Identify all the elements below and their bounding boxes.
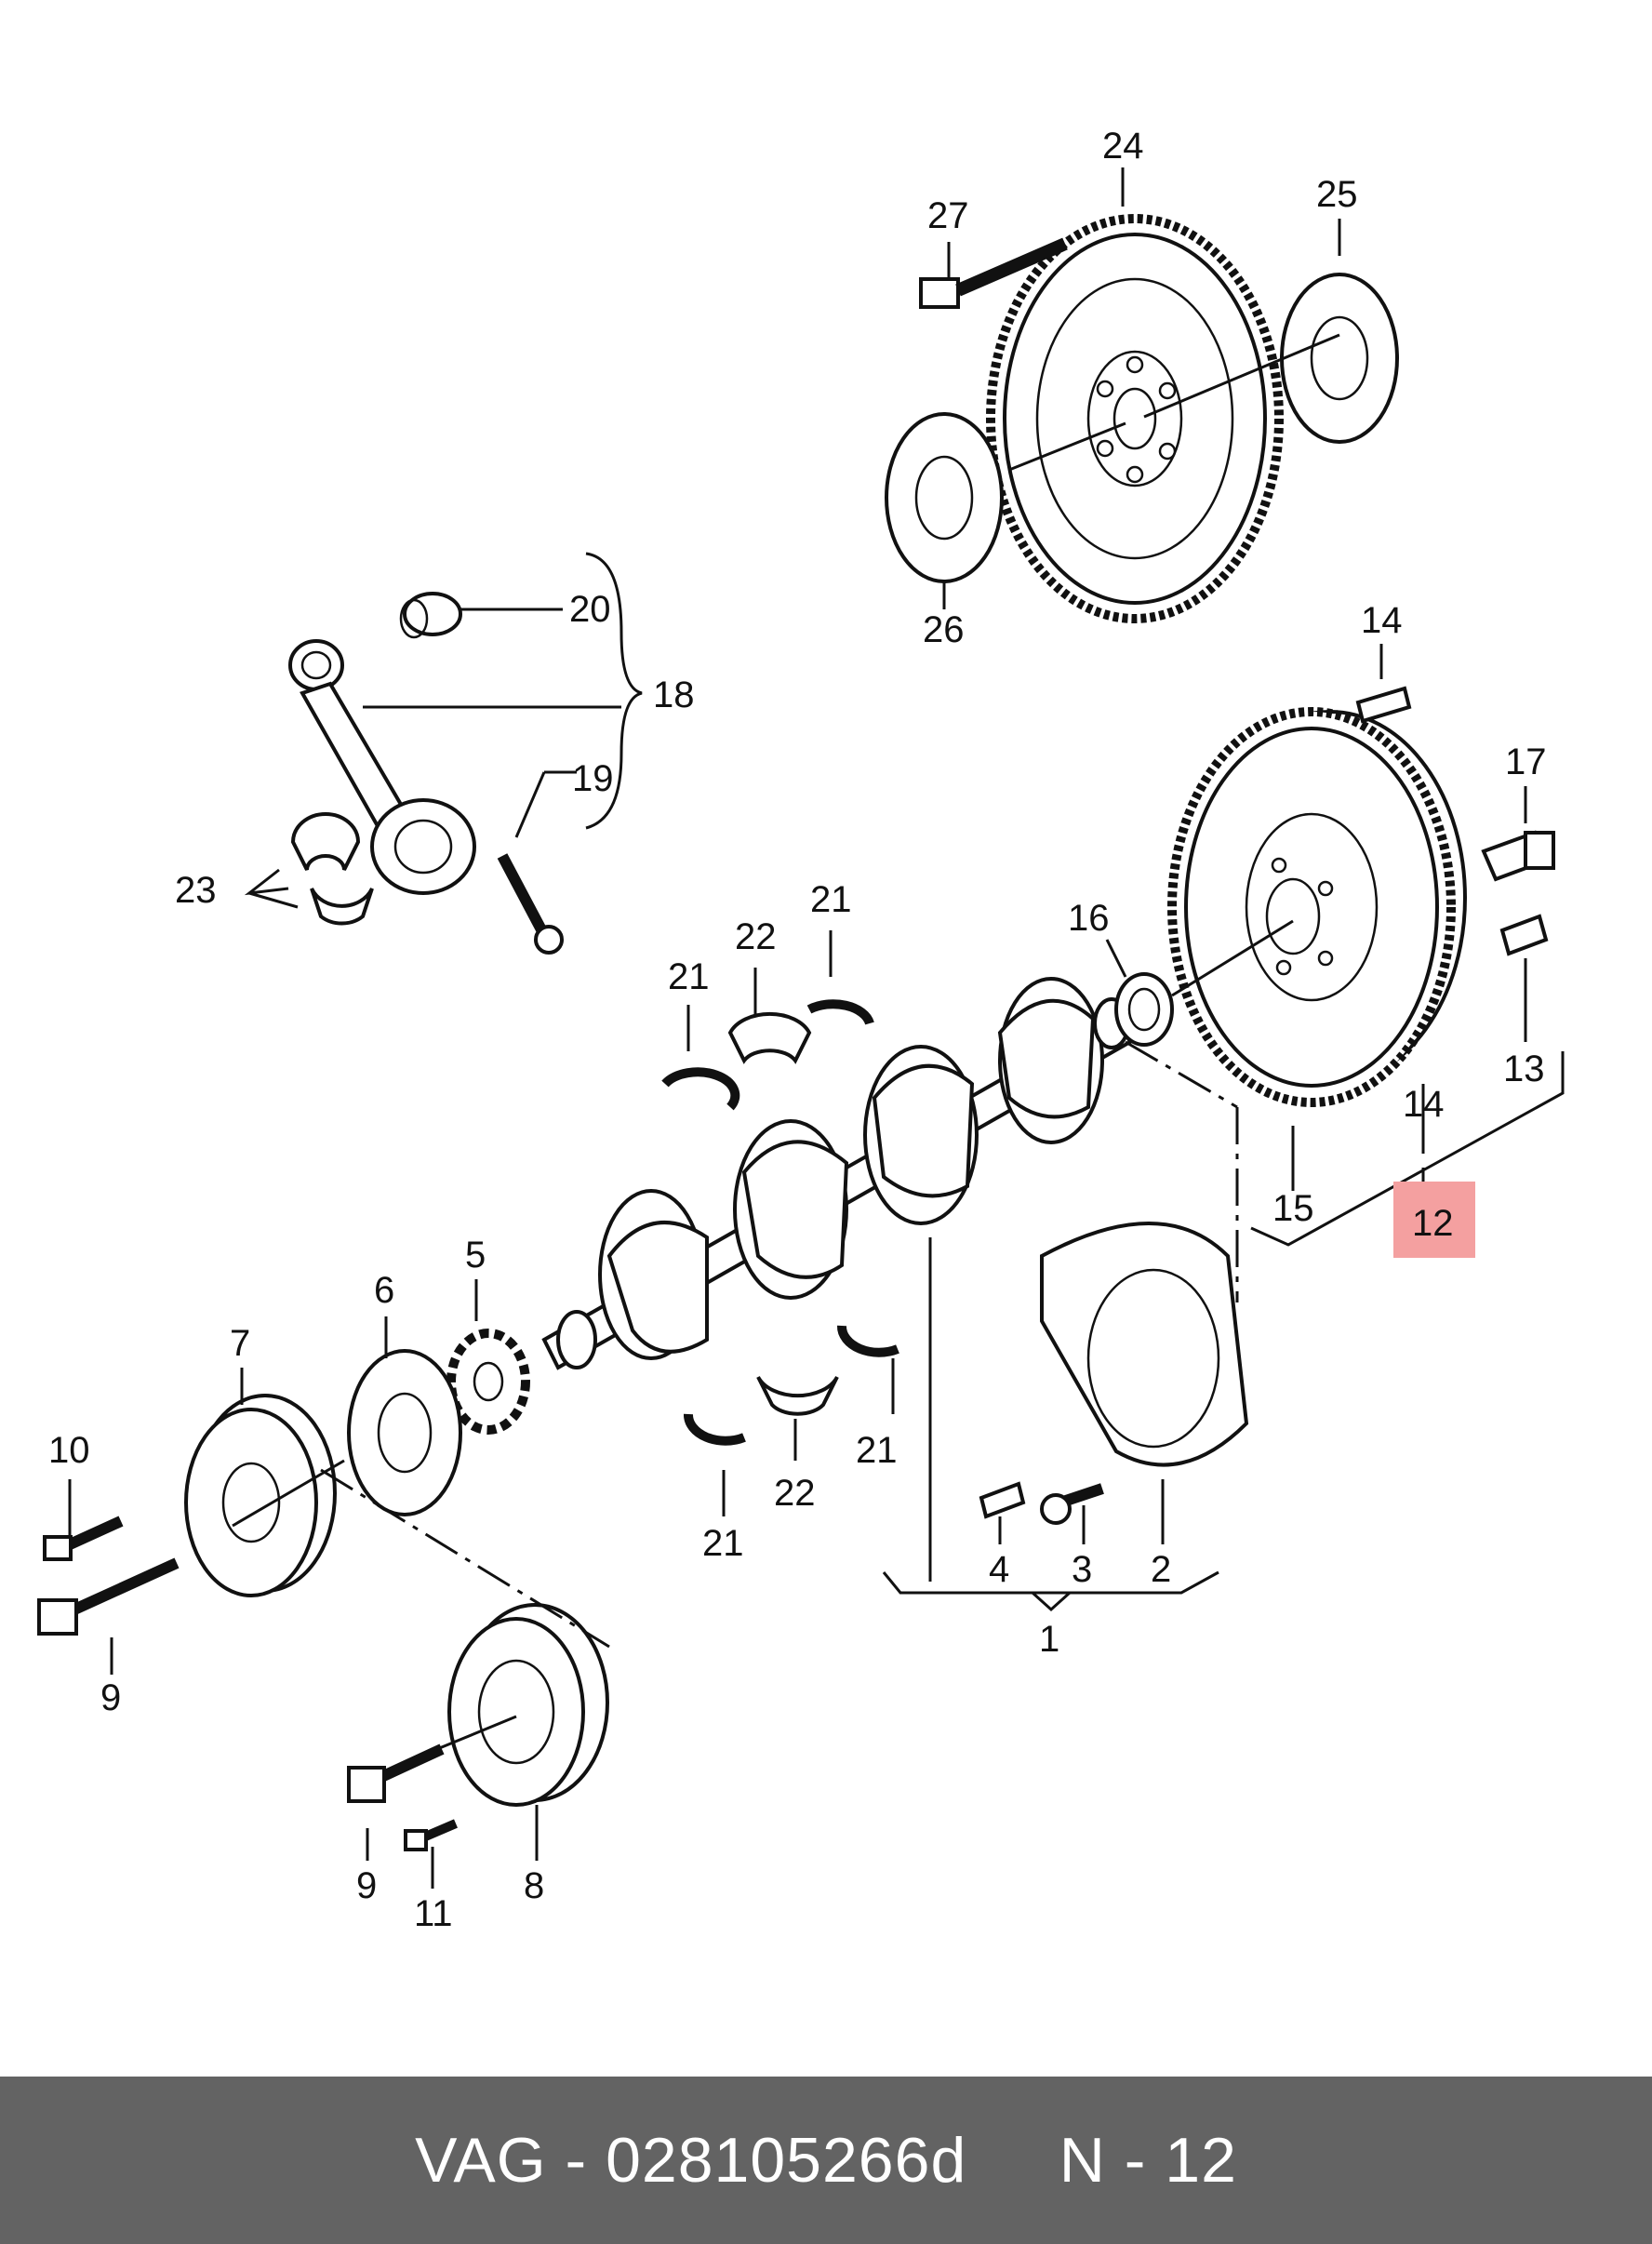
label-9-lower: 9 (356, 1865, 377, 1906)
label-21-upper-right: 21 (810, 879, 852, 920)
label-3: 3 (1072, 1549, 1092, 1590)
label-14-bottom: 14 (1403, 1084, 1445, 1125)
thrust-washer-21-upper-right (806, 999, 874, 1025)
bolt-27 (919, 237, 1068, 309)
label-16: 16 (1068, 898, 1110, 939)
label-9-upper: 9 (100, 1677, 121, 1718)
label-19: 19 (572, 758, 614, 799)
bolt-17 (1481, 830, 1555, 882)
label-27: 27 (927, 195, 969, 236)
label-23: 23 (175, 870, 217, 911)
thrust-washer-21-upper-left (661, 1067, 740, 1111)
exploded-parts-diagram: 24 27 25 26 20 18 19 23 14 17 16 13 14 1… (37, 126, 1565, 1934)
connecting-rod-18 (288, 639, 476, 895)
dowel-pin-13 (1499, 914, 1549, 956)
bushing-20 (399, 592, 462, 639)
shim-plate-26 (885, 412, 1004, 583)
label-17: 17 (1505, 741, 1547, 782)
thrust-washer-21-lower-left (684, 1413, 746, 1446)
dowel-pin-14 (1355, 686, 1412, 724)
bolt-11 (404, 1819, 458, 1851)
label-6: 6 (374, 1270, 394, 1311)
part-number-caption: VAG - 028105266d N - 12 (415, 2125, 1237, 2196)
seal-flange-2 (1040, 1222, 1249, 1467)
bolt-10 (43, 1516, 124, 1561)
crankshaft (541, 977, 1133, 1370)
label-11: 11 (414, 1893, 453, 1934)
label-13: 13 (1503, 1049, 1545, 1089)
shim-plate-25 (1280, 273, 1399, 444)
needle-bearing-16 (1114, 972, 1174, 1047)
label-15: 15 (1272, 1188, 1314, 1229)
shim-plate-6 (347, 1349, 462, 1516)
label-12: 12 (1412, 1203, 1454, 1244)
label-5: 5 (465, 1235, 486, 1276)
bearing-shell-22-upper (727, 1011, 812, 1064)
bolt-19 (497, 853, 564, 955)
label-1: 1 (1039, 1619, 1059, 1660)
label-8: 8 (524, 1865, 544, 1906)
label-4: 4 (989, 1549, 1009, 1590)
label-25: 25 (1316, 174, 1358, 215)
flywheel-ring-gear-24 (986, 214, 1284, 623)
label-21-lower-right: 21 (856, 1430, 898, 1471)
label-22-upper: 22 (735, 916, 777, 957)
label-10: 10 (48, 1430, 90, 1471)
highlight-box-12 (1393, 1182, 1475, 1258)
bolt-9-lower (347, 1743, 445, 1803)
bolt-3 (1040, 1483, 1104, 1525)
pulley-8 (447, 1603, 609, 1807)
bearing-shell-22-lower (756, 1376, 839, 1416)
bearing-shells-23 (290, 812, 374, 926)
crankshaft-sprocket-5 (446, 1329, 530, 1435)
label-7: 7 (230, 1323, 250, 1364)
label-24: 24 (1102, 126, 1144, 167)
label-21-upper-left: 21 (668, 956, 710, 997)
label-26: 26 (923, 609, 965, 650)
vibration-damper-7 (184, 1394, 337, 1597)
dowel-pin-4 (979, 1481, 1026, 1519)
thrust-washer-21-lower-right (837, 1325, 899, 1357)
label-20: 20 (569, 589, 611, 630)
dual-mass-flywheel-12 (1167, 707, 1467, 1107)
label-18: 18 (653, 675, 695, 715)
bolt-9-upper (37, 1557, 180, 1636)
footer-bar: VAG - 028105266d N - 12 (0, 2077, 1652, 2244)
label-2: 2 (1151, 1549, 1171, 1590)
label-21-lower-left: 21 (702, 1523, 744, 1564)
label-14-top: 14 (1361, 600, 1403, 641)
label-22-lower: 22 (774, 1473, 816, 1514)
